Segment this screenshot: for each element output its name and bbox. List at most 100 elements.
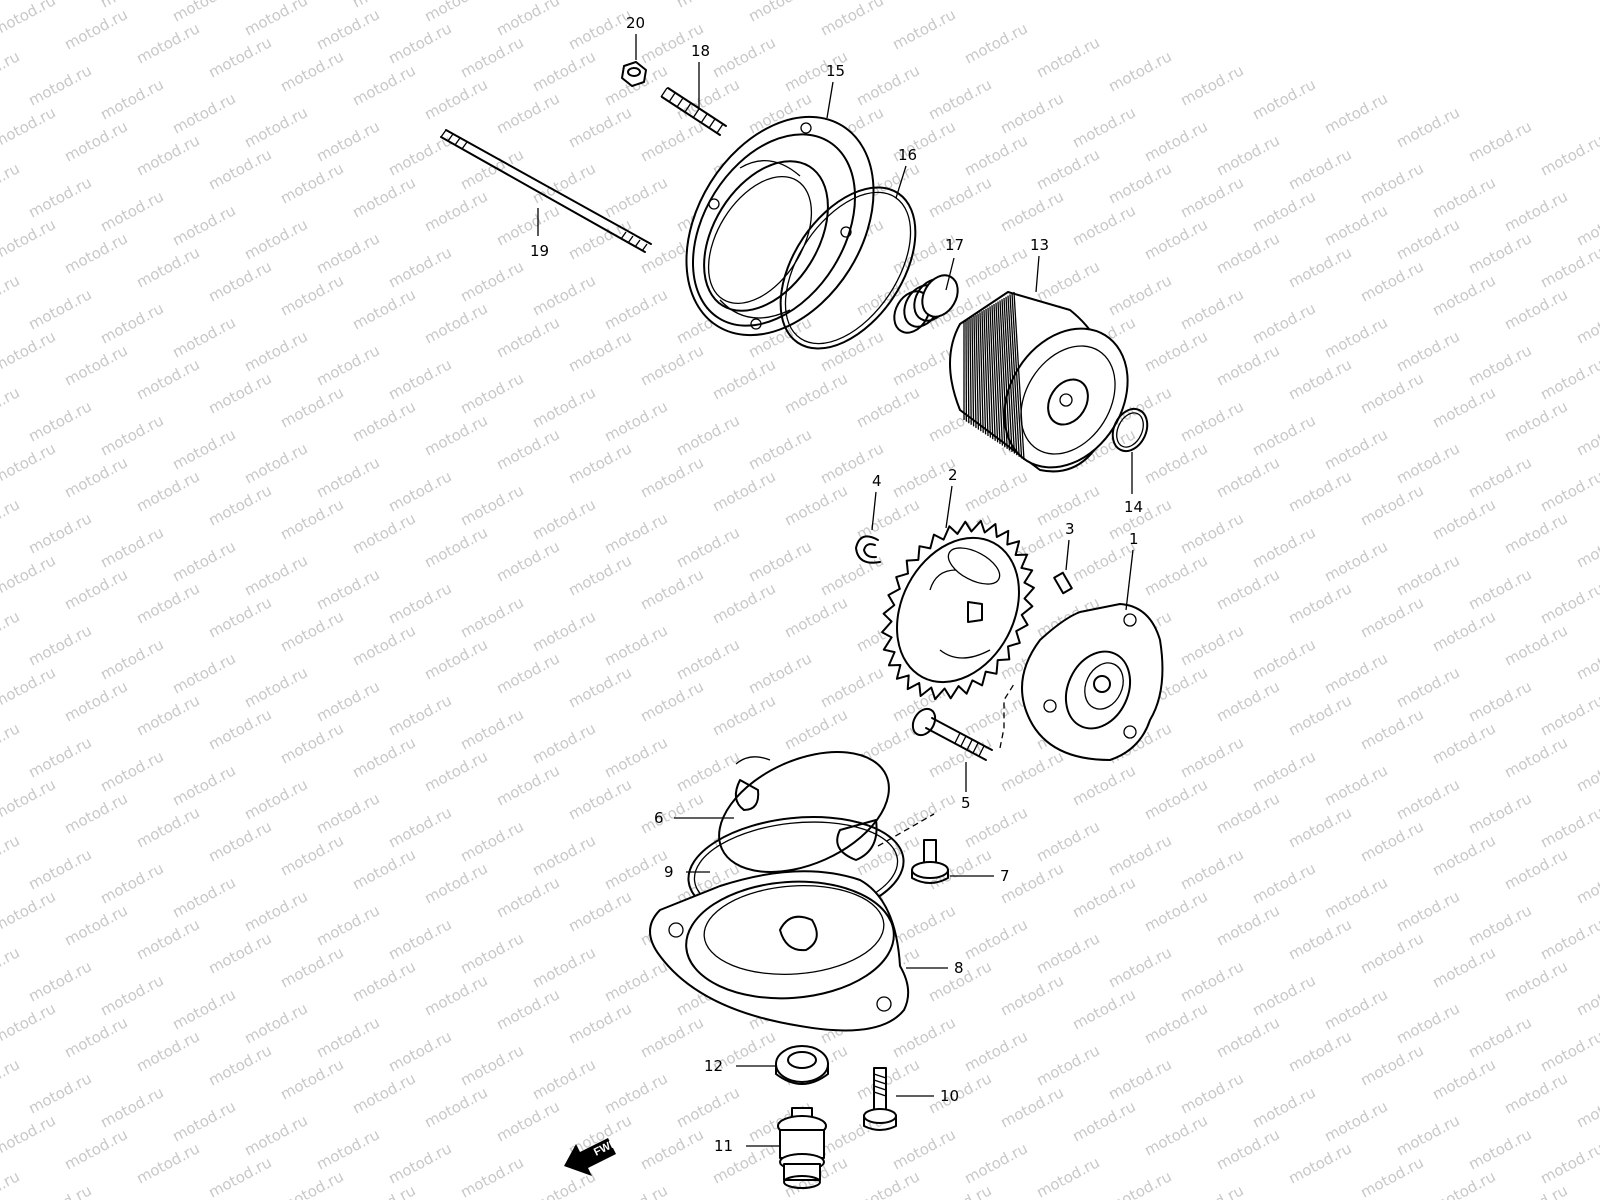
watermark-text: motod.ru	[0, 0, 59, 40]
watermark-text: motod.ru	[205, 705, 274, 753]
watermark-text: motod.ru	[97, 1195, 166, 1200]
part-12-washer	[775, 1045, 829, 1085]
watermark-text: motod.ru	[1357, 705, 1426, 753]
watermark-text: motod.ru	[1501, 187, 1570, 235]
watermark-text: motod.ru	[241, 775, 310, 823]
watermark-text: motod.ru	[925, 733, 994, 781]
watermark-text: motod.ru	[241, 327, 310, 375]
watermark-text: motod.ru	[493, 1097, 562, 1145]
watermark-text: motod.ru	[1105, 271, 1174, 319]
watermark-text: motod.ru	[529, 383, 598, 431]
watermark-text: motod.ru	[421, 0, 490, 26]
part-19-long-stud	[440, 129, 652, 253]
watermark-text: motod.ru	[97, 747, 166, 795]
watermark-text: motod.ru	[97, 635, 166, 683]
watermark-text: motod.ru	[1033, 929, 1102, 977]
watermark-text: motod.ru	[349, 733, 418, 781]
watermark-text: motod.ru	[493, 313, 562, 361]
watermark-text: motod.ru	[709, 33, 778, 81]
watermark-text: motod.ru	[0, 383, 23, 431]
watermark-text: motod.ru	[61, 341, 130, 389]
watermark-text: motod.ru	[0, 271, 23, 319]
callout-7: 7	[1000, 867, 1010, 885]
watermark-text: motod.ru	[1501, 1181, 1570, 1200]
watermark-text: motod.ru	[565, 5, 634, 53]
watermark-text: motod.ru	[1465, 229, 1534, 277]
watermark-text: motod.ru	[1573, 1195, 1600, 1200]
watermark-text: motod.ru	[457, 257, 526, 305]
callout-labels: 20 18 15 16 17 13 14 19 2 4 3 1 5 6 9 7 …	[530, 14, 1143, 1155]
watermark-text: motod.ru	[1393, 663, 1462, 711]
watermark-text: motod.ru	[565, 999, 634, 1047]
watermark-text: motod.ru	[1357, 929, 1426, 977]
watermark-text: motod.ru	[961, 1027, 1030, 1075]
watermark-text: motod.ru	[565, 551, 634, 599]
watermark-text: motod.ru	[169, 425, 238, 473]
watermark-text: motod.ru	[1213, 789, 1282, 837]
watermark-text: motod.ru	[169, 985, 238, 1033]
watermark-text: motod.ru	[61, 1013, 130, 1061]
filter-pleat	[975, 314, 980, 430]
watermark-text: motod.ru	[97, 411, 166, 459]
watermark-text: motod.ru	[709, 467, 778, 515]
watermark-text: motod.ru	[277, 607, 346, 655]
watermark-text: motod.ru	[529, 495, 598, 543]
watermark-text: motod.ru	[61, 901, 130, 949]
watermark-text: motod.ru	[529, 47, 598, 95]
watermark-text: motod.ru	[1033, 145, 1102, 193]
watermark-text: motod.ru	[133, 691, 202, 739]
watermark-text: motod.ru	[637, 341, 706, 389]
watermark-text: motod.ru	[1465, 677, 1534, 725]
watermark-text: motod.ru	[1213, 1013, 1282, 1061]
watermark-text: motod.ru	[565, 775, 634, 823]
filter-pleat	[989, 306, 996, 441]
watermark-text: motod.ru	[1573, 523, 1600, 571]
watermark-text: motod.ru	[0, 103, 59, 151]
watermark-text: motod.ru	[529, 943, 598, 991]
watermark-text: motod.ru	[1285, 1139, 1354, 1187]
watermark-text: motod.ru	[1357, 817, 1426, 865]
watermark-text: motod.ru	[349, 397, 418, 445]
part-1-oil-pump	[1021, 603, 1164, 761]
watermark-text: motod.ru	[1213, 229, 1282, 277]
watermark-text: motod.ru	[0, 607, 23, 655]
watermark-text: motod.ru	[349, 509, 418, 557]
callout-17: 17	[945, 236, 964, 254]
watermark-text: motod.ru	[385, 579, 454, 627]
watermark-text: motod.ru	[97, 75, 166, 123]
watermark-text: motod.ru	[385, 691, 454, 739]
watermark-text: motod.ru	[277, 271, 346, 319]
watermark-text: motod.ru	[1537, 355, 1600, 403]
part-11-drain-plug	[777, 1107, 827, 1189]
watermark-text: motod.ru	[1537, 467, 1600, 515]
watermark-text: motod.ru	[97, 0, 166, 12]
watermark-text: motod.ru	[1429, 173, 1498, 221]
watermark-text: motod.ru	[1393, 1111, 1462, 1159]
watermark-text: motod.ru	[0, 439, 59, 487]
watermark-text: motod.ru	[0, 831, 23, 879]
watermark-text: motod.ru	[1501, 845, 1570, 893]
watermark-text: motod.ru	[1033, 257, 1102, 305]
watermark-text: motod.ru	[1249, 187, 1318, 235]
watermark-text: motod.ru	[961, 467, 1030, 515]
watermark-text: motod.ru	[169, 0, 238, 26]
watermark-text: motod.ru	[241, 215, 310, 263]
watermark-text: motod.ru	[997, 1195, 1066, 1200]
watermark-text: motod.ru	[349, 845, 418, 893]
watermark-text: motod.ru	[925, 75, 994, 123]
watermark-text: motod.ru	[1321, 313, 1390, 361]
watermark-text: motod.ru	[1429, 719, 1498, 767]
watermark-text: motod.ru	[961, 691, 1030, 739]
watermark-text: motod.ru	[1357, 257, 1426, 305]
callout-8: 8	[954, 959, 964, 977]
watermark-text: motod.ru	[205, 481, 274, 529]
watermark-text: motod.ru	[637, 677, 706, 725]
filter-pleat	[1003, 297, 1013, 453]
watermark-text: motod.ru	[61, 229, 130, 277]
watermark-text: motod.ru	[565, 327, 634, 375]
watermark-text: motod.ru	[421, 971, 490, 1019]
watermark-text: motod.ru	[1393, 439, 1462, 487]
watermark-text: motod.ru	[61, 5, 130, 53]
part-10-bolt	[863, 1067, 897, 1131]
watermark-text: motod.ru	[1537, 243, 1600, 291]
